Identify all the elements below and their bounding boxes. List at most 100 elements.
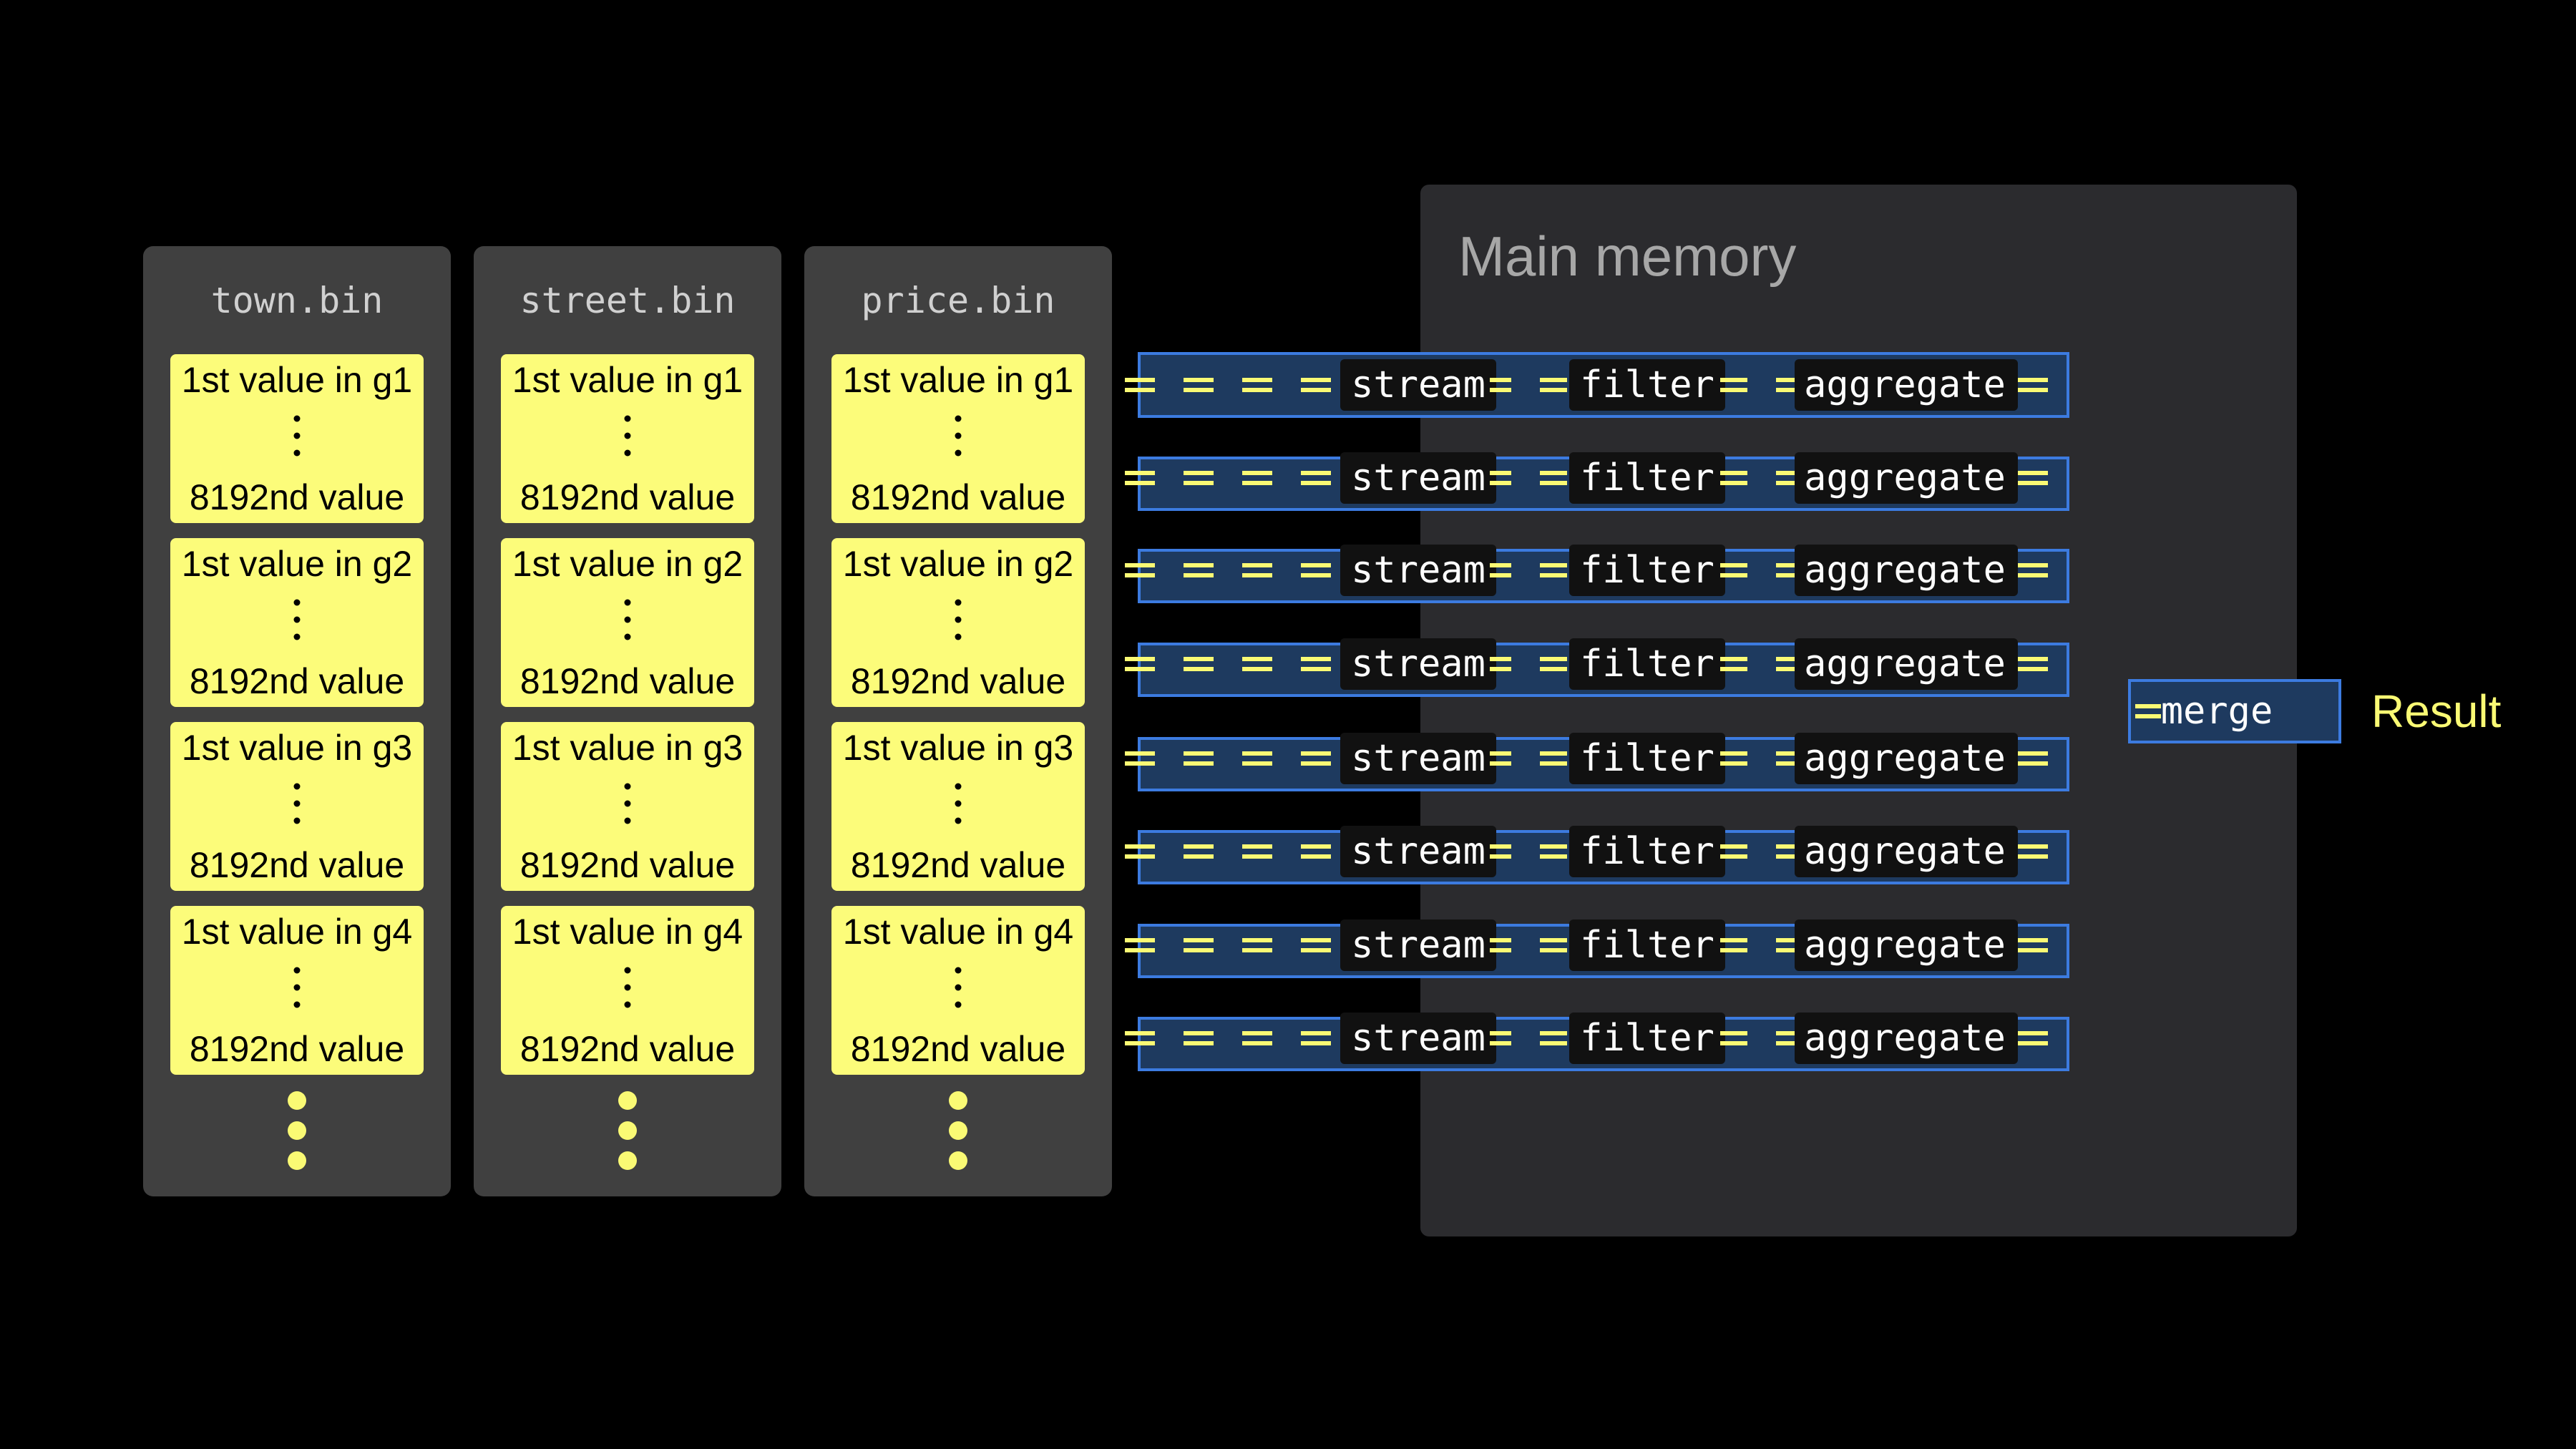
flow-connector: [2018, 1031, 2048, 1045]
aggregate-label: aggregate: [1804, 457, 2006, 499]
granule-last-value: 8192nd value: [520, 1029, 735, 1069]
granule-ellipsis-dot: [624, 449, 631, 457]
granule-ellipsis-dot: [624, 967, 631, 974]
more-granules-dot: [288, 1091, 306, 1110]
aggregate-chip: [1795, 1013, 2018, 1064]
stream-chip: [1340, 733, 1496, 784]
aggregate-label: aggregate: [1804, 1017, 2006, 1060]
granule-ellipsis-dot: [624, 599, 631, 606]
granule-ellipsis-dot: [293, 984, 301, 991]
flow-connector: [1776, 844, 1795, 859]
stream-label: stream: [1351, 924, 1485, 967]
flow-connector: [1490, 1031, 1511, 1045]
pipelines-layer: [1125, 352, 2341, 1071]
granule-ellipsis-dot: [293, 1001, 301, 1008]
flow-connector: [1301, 1031, 1331, 1045]
stream-label: stream: [1351, 549, 1485, 592]
flow-connector: [1301, 938, 1331, 952]
pipeline-lane: [1125, 1013, 2069, 1071]
granule-last-value: 8192nd value: [851, 477, 1065, 517]
column-file-label: price.bin: [862, 280, 1055, 321]
granule-ellipsis-dot: [624, 432, 631, 439]
result-label: Result: [2371, 686, 2502, 737]
flow-connector: [1301, 751, 1331, 766]
granule-ellipsis-dot: [955, 616, 962, 623]
filter-label: filter: [1580, 924, 1714, 967]
more-granules-dot: [618, 1151, 637, 1170]
granule-ellipsis-dot: [624, 800, 631, 807]
granule-ellipsis-dot: [955, 633, 962, 640]
filter-chip: [1569, 545, 1725, 596]
flow-connector: [1184, 1031, 1214, 1045]
granule-ellipsis-dot: [293, 967, 301, 974]
aggregate-label: aggregate: [1804, 364, 2006, 406]
main-memory-title: Main memory: [1458, 225, 1796, 288]
stream-chip: [1340, 545, 1496, 596]
granule-ellipsis-dot: [955, 984, 962, 991]
flow-connector: [1242, 751, 1272, 766]
more-granules-dot: [949, 1091, 967, 1110]
flow-connector: [1242, 938, 1272, 952]
granule-ellipsis-dot: [955, 783, 962, 790]
flow-connector: [1242, 844, 1272, 859]
granule-ellipsis-dot: [624, 817, 631, 824]
granule-ellipsis-dot: [624, 633, 631, 640]
granule-first-value: 1st value in g4: [512, 912, 743, 952]
flow-connector: [1242, 471, 1272, 485]
granule-last-value: 8192nd value: [520, 661, 735, 701]
flow-connector: [2018, 471, 2048, 485]
granule-first-value: 1st value in g1: [512, 360, 743, 400]
flow-connector: [1125, 1031, 1155, 1045]
granule-ellipsis-dot: [293, 449, 301, 457]
granule-last-value: 8192nd value: [851, 845, 1065, 885]
aggregate-label: aggregate: [1804, 830, 2006, 873]
stream-label: stream: [1351, 830, 1485, 873]
flow-connector: [1184, 563, 1214, 577]
granule-ellipsis-dot: [293, 783, 301, 790]
more-granules-dot: [288, 1151, 306, 1170]
flow-connector: [1184, 751, 1214, 766]
flow-connector: [1540, 1031, 1567, 1045]
stream-chip: [1340, 919, 1496, 971]
merge-band: [2128, 679, 2341, 743]
aggregate-label: aggregate: [1804, 924, 2006, 967]
flow-connector: [1776, 751, 1795, 766]
aggregate-chip: [1795, 733, 2018, 784]
filter-chip: [1569, 638, 1725, 690]
merge-node: [2128, 679, 2341, 743]
column-file-town-bin: [143, 246, 451, 1196]
granule-last-value: 8192nd value: [190, 477, 404, 517]
filter-chip: [1569, 1013, 1725, 1064]
granule-ellipsis-dot: [955, 800, 962, 807]
stream-label: stream: [1351, 457, 1485, 499]
aggregate-label: aggregate: [1804, 643, 2006, 686]
granule-ellipsis-dot: [955, 415, 962, 422]
flow-connector: [1540, 751, 1567, 766]
flow-connector: [2018, 751, 2048, 766]
granule-last-value: 8192nd value: [851, 1029, 1065, 1069]
flow-connector: [1720, 657, 1747, 671]
filter-label: filter: [1580, 1017, 1714, 1060]
aggregate-chip: [1795, 545, 2018, 596]
flow-connector: [1184, 471, 1214, 485]
stream-label: stream: [1351, 1017, 1485, 1060]
column-file-label: street.bin: [519, 280, 735, 321]
granule-ellipsis-dot: [624, 1001, 631, 1008]
granule-ellipsis-dot: [293, 415, 301, 422]
more-granules-dot: [949, 1151, 967, 1170]
flow-connector: [1720, 938, 1747, 952]
pipeline-lane: [1125, 638, 2069, 697]
flow-connector: [1540, 471, 1567, 485]
granule-ellipsis-dot: [955, 817, 962, 824]
flow-connector: [1125, 844, 1155, 859]
more-granules-dot: [949, 1121, 967, 1140]
granule-ellipsis-dot: [293, 817, 301, 824]
aggregate-chip: [1795, 826, 2018, 877]
granule-first-value: 1st value in g1: [843, 360, 1073, 400]
granule-ellipsis-dot: [293, 800, 301, 807]
flow-connector: [2018, 938, 2048, 952]
more-granules-dot: [618, 1121, 637, 1140]
flow-connector: [1242, 1031, 1272, 1045]
granule-last-value: 8192nd value: [520, 845, 735, 885]
